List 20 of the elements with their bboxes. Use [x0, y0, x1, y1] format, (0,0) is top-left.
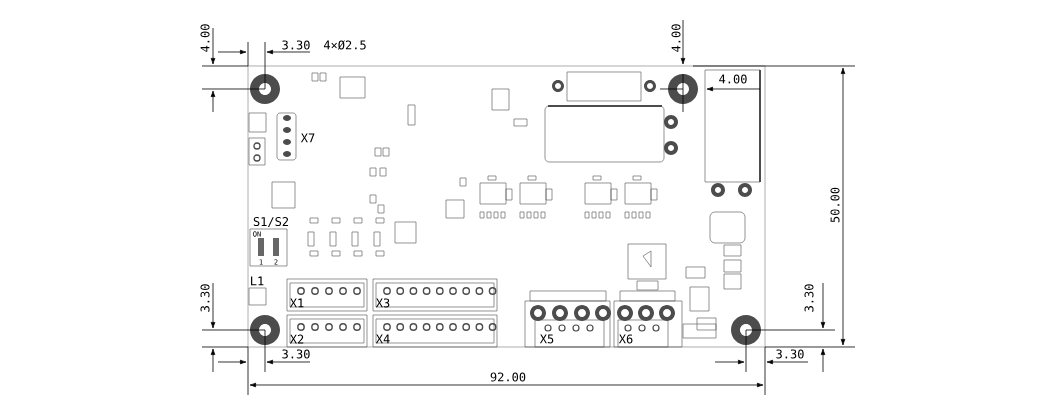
- dimension-value: 3.30: [282, 40, 310, 50]
- dimension-value: 3.30: [282, 349, 310, 359]
- part-label: L1: [251, 276, 264, 286]
- part-label: X4: [375, 334, 390, 344]
- part-label: X6: [618, 334, 633, 344]
- dimension-value: 92.00: [490, 372, 526, 382]
- hole-note: 4×Ø2.5: [323, 40, 366, 50]
- dimension-value: 3.30: [200, 284, 210, 312]
- part-label: X1: [289, 298, 304, 308]
- dimension-value: 4.00: [719, 74, 747, 84]
- dimension-value: 4.00: [200, 24, 210, 52]
- dimension-value: 3.30: [804, 284, 814, 312]
- dimension-value: 50.00: [830, 187, 840, 223]
- dimension-value: 4.00: [671, 24, 681, 52]
- part-label: S1/S2: [253, 217, 289, 227]
- part-label: X7: [300, 133, 315, 143]
- part-label: X2: [289, 334, 304, 344]
- part-label: X5: [539, 334, 554, 344]
- dimension-value: 3.30: [776, 349, 804, 359]
- part-label: X3: [375, 298, 390, 308]
